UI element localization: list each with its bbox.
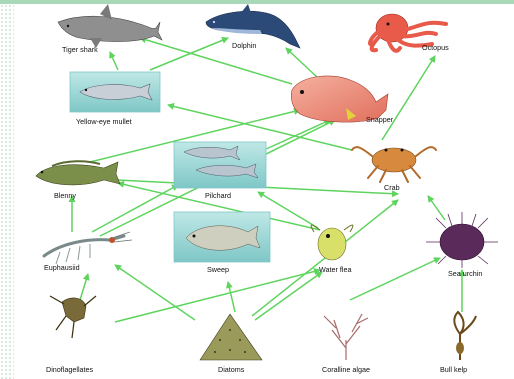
pilchard-illustration — [174, 142, 266, 188]
arrow-crab-to-octopus — [382, 56, 435, 140]
sweep-illustration — [174, 212, 270, 262]
coralline-algae-illustration — [324, 314, 368, 360]
arrow-coralline-to-seaurchin — [350, 258, 440, 300]
label-sweep: Sweep — [207, 265, 229, 274]
label-octopus: Octopus — [422, 43, 449, 52]
label-snapper: Snapper — [366, 115, 394, 124]
label-dinoflagellates: Dinoflagellates — [46, 365, 94, 374]
label-tiger-shark: Tiger shark — [62, 45, 98, 54]
label-crab: Crab — [384, 183, 400, 192]
label-dolphin: Dolphin — [232, 41, 256, 50]
bull-kelp-illustration — [454, 312, 476, 360]
yellow-eye-mullet-illustration — [70, 72, 160, 112]
label-bull-kelp: Bull kelp — [440, 365, 467, 374]
label-coralline-algae: Coralline algae — [322, 365, 370, 374]
label-diatoms: Diatoms — [218, 365, 245, 374]
label-euphausiid: Euphausiid — [44, 263, 80, 272]
arrow-snapper-to-shark — [140, 38, 292, 84]
arrow-pilchard-to-snapper — [264, 120, 330, 150]
euphausiid-illustration — [44, 232, 132, 264]
dinoflagellates-illustration — [50, 296, 96, 338]
water-flea-illustration — [311, 225, 353, 260]
arrow-snapper-to-dolphin — [286, 48, 318, 78]
arrow-mullet-to-dolphin — [150, 38, 228, 70]
crab-illustration — [352, 147, 436, 182]
label-water-flea: Water flea — [319, 265, 352, 274]
arrow-dinoflag-to-euphausiid — [80, 274, 88, 300]
blenny-illustration — [36, 161, 120, 185]
diatoms-illustration — [200, 314, 262, 360]
label-pilchard: Pilchard — [205, 191, 231, 200]
arrow-diatoms-to-waterflea — [255, 272, 322, 320]
label-yellow-eye-mullet: Yellow-eye mullet — [76, 117, 132, 126]
arrow-mullet-to-shark — [110, 52, 118, 70]
tiger-shark-illustration — [58, 4, 162, 48]
label-blenny: Blenny — [54, 191, 76, 200]
arrow-diatoms-to-sweep — [228, 282, 235, 312]
arrow-euphausiid-to-pilchard — [92, 185, 178, 232]
label-sea-urchin: Sea urchin — [448, 269, 482, 278]
arrow-seaurchin-to-crab — [428, 196, 445, 220]
